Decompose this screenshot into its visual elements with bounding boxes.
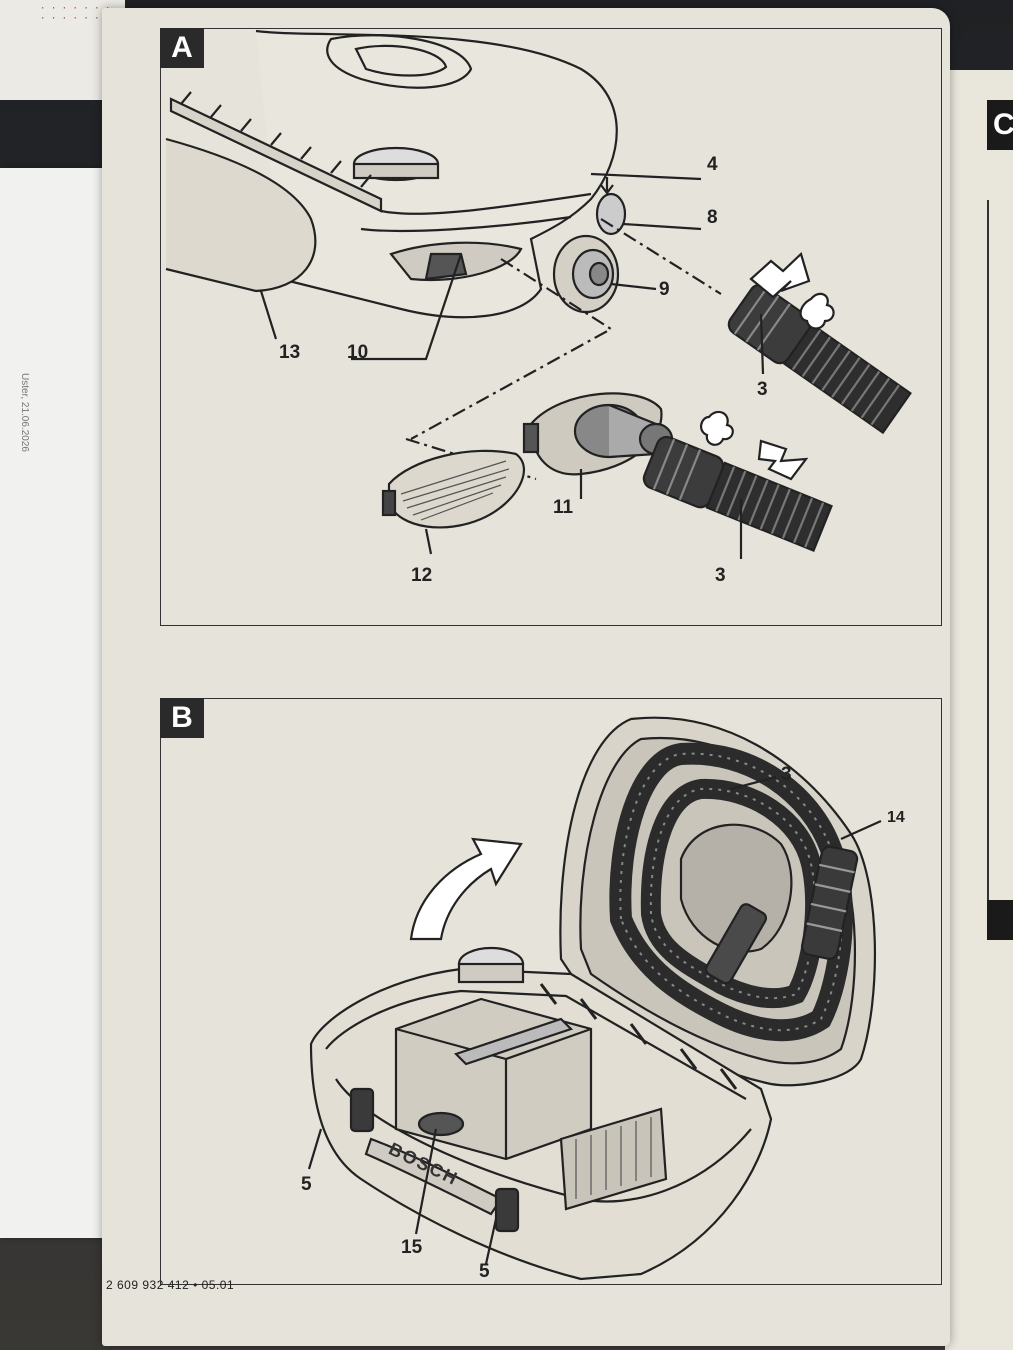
callout-4: 4 (707, 154, 718, 175)
next-page-edge: C (945, 70, 1013, 1350)
callout-11: 11 (553, 497, 574, 518)
panel-a: A (160, 28, 942, 626)
panel-b-label: B (160, 698, 204, 738)
manual-page: A (102, 8, 950, 1346)
panel-a-label: A (160, 28, 204, 68)
next-page-tab-lower (987, 900, 1013, 940)
callout-5-left: 5 (301, 1174, 312, 1195)
letter-date: Uster, 21.06.2026 (19, 373, 30, 452)
callout-3: 3 (781, 764, 792, 785)
callout-5-right: 5 (479, 1261, 490, 1282)
callout-10: 10 (347, 342, 369, 363)
part-number-footer: 2 609 932 412 • 05.01 (106, 1278, 235, 1292)
callout-3-upper: 3 (757, 379, 768, 400)
callout-9: 9 (659, 279, 670, 300)
background-letter: Uster, 21.06.2026 (0, 168, 110, 1238)
callout-13: 13 (279, 342, 301, 363)
callout-15: 15 (401, 1237, 423, 1258)
panel-b-illustration (307, 716, 882, 1281)
next-page-tab: C (987, 100, 1013, 150)
callout-3-lower: 3 (715, 565, 726, 586)
panel-b: B (160, 698, 942, 1285)
panel-a-illustration (165, 29, 912, 559)
callout-12: 12 (411, 565, 433, 586)
callout-8: 8 (707, 207, 718, 228)
callout-14: 14 (887, 809, 905, 826)
